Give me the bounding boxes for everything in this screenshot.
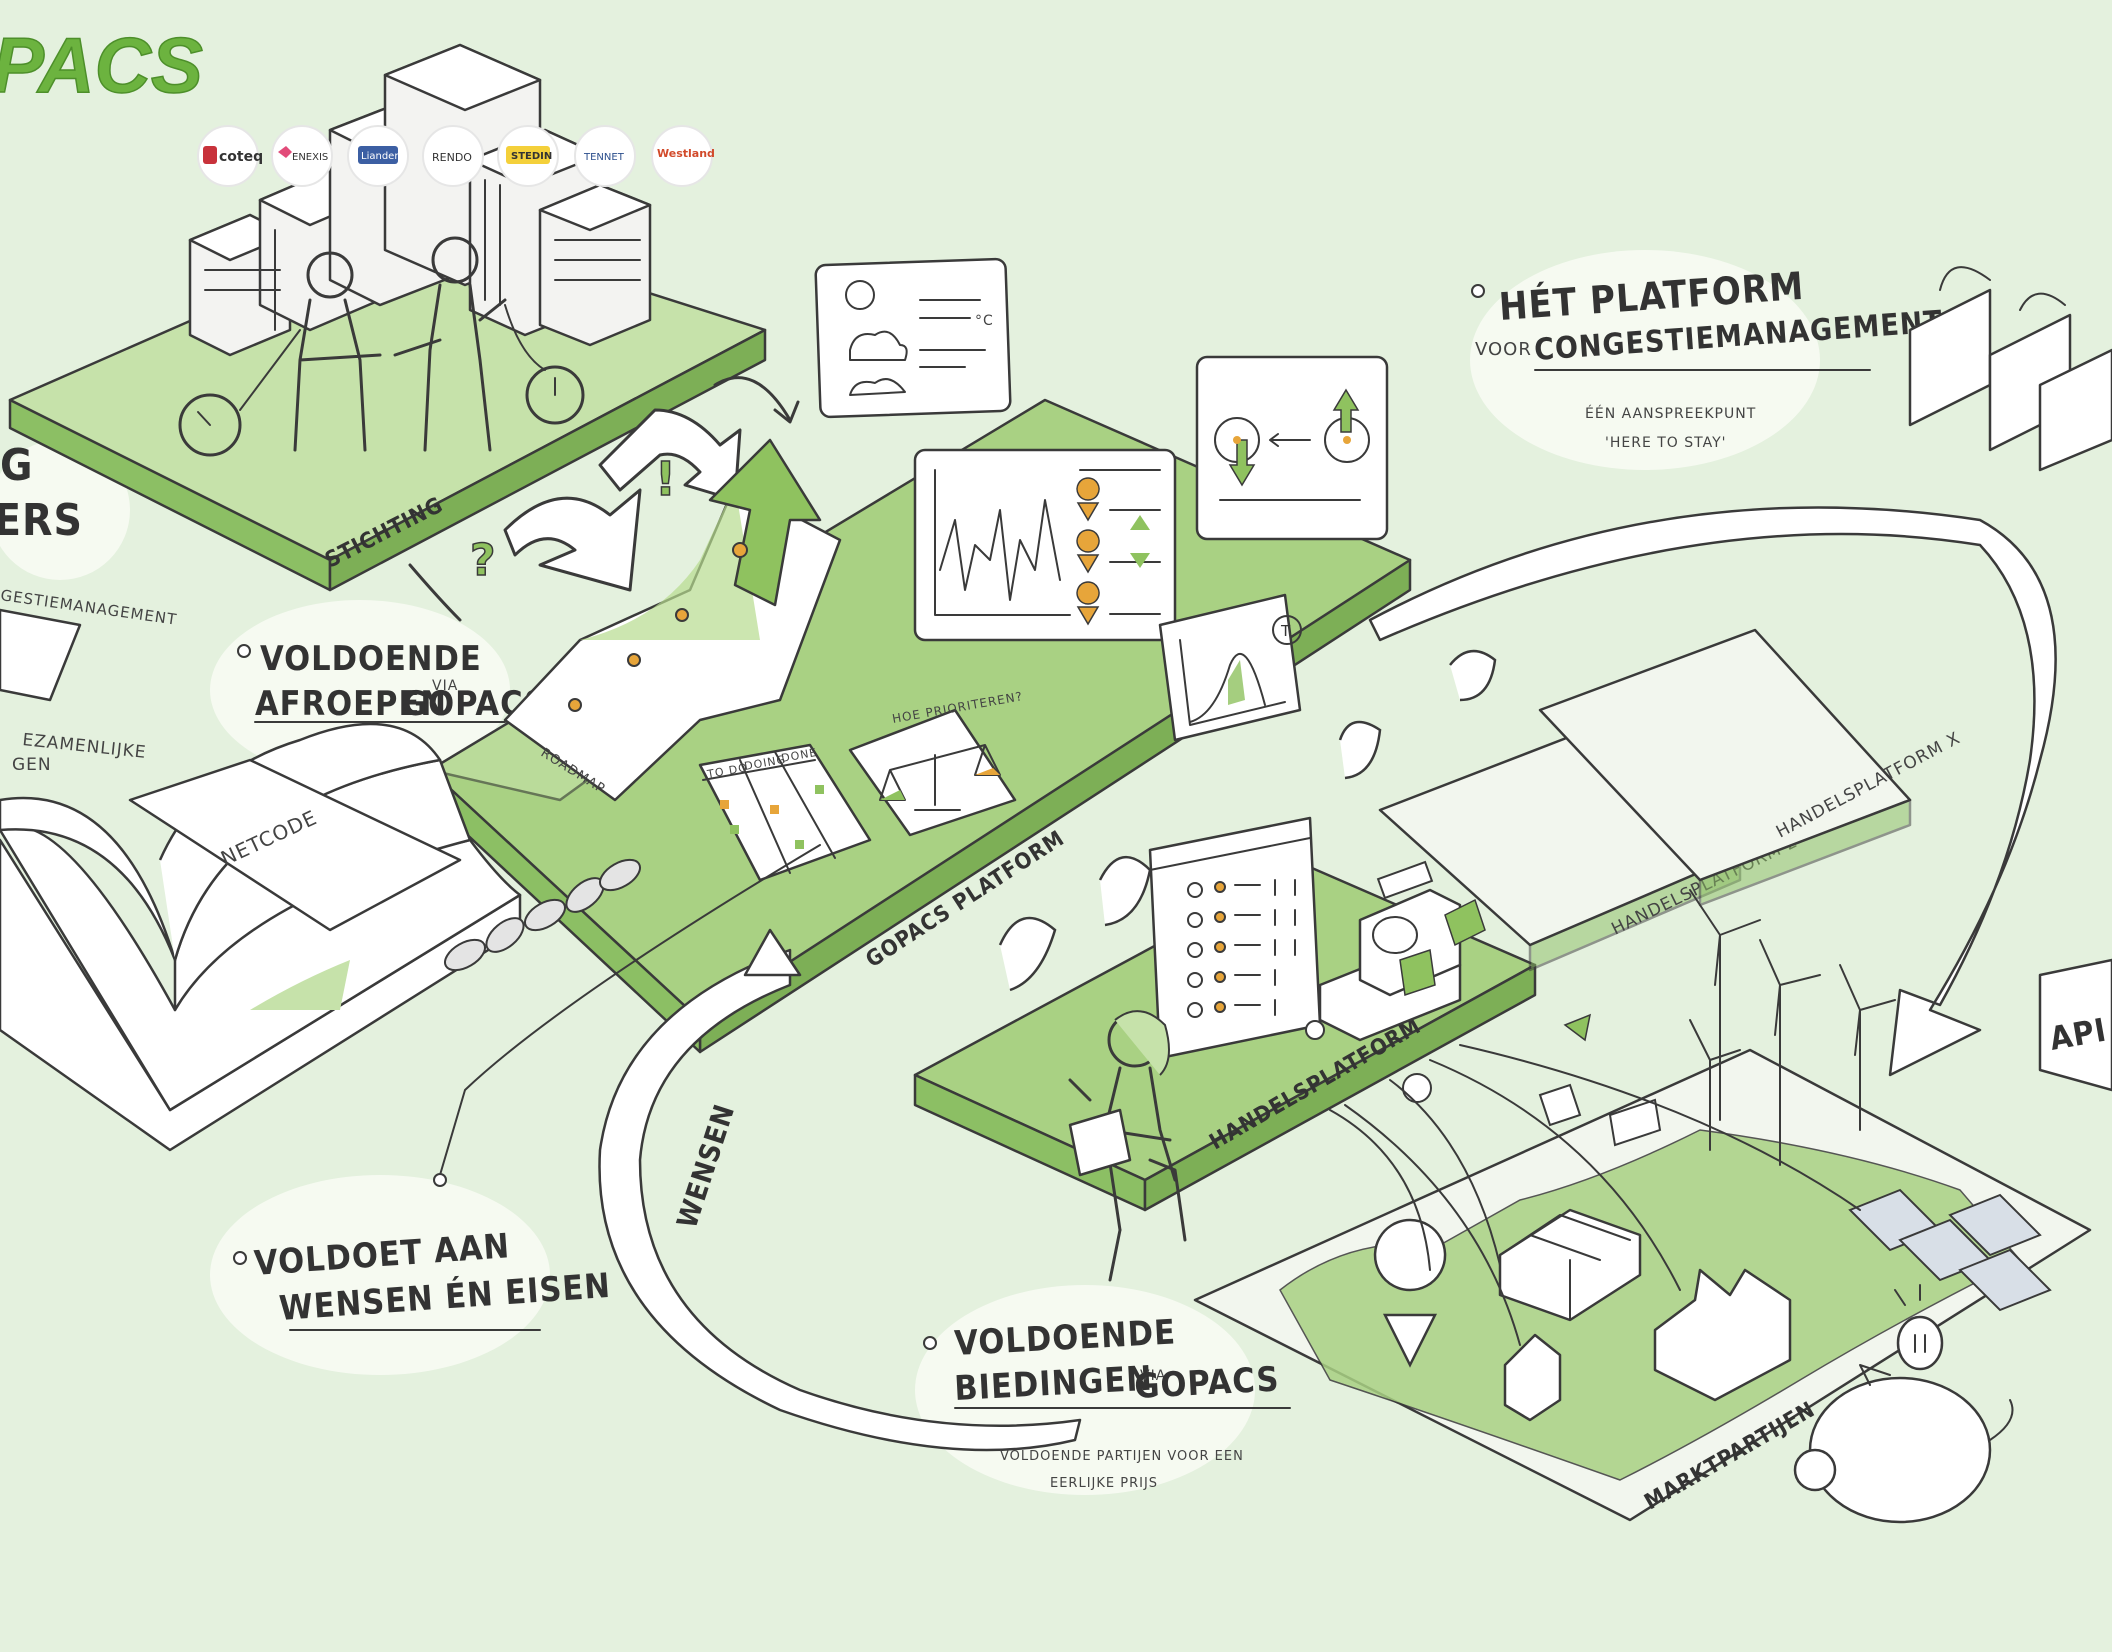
afroepen-line2: AFROEPEN xyxy=(255,684,447,724)
arrow-to-afroepen xyxy=(408,563,462,622)
right-loop-arrow xyxy=(1368,506,2057,1077)
stacked-cards xyxy=(1908,266,2112,472)
solar-panels xyxy=(1848,1188,2052,1312)
partner-logo-coteq: coteq xyxy=(197,125,263,187)
partner-logo-westland: Westland xyxy=(651,125,715,187)
wensen-label: WENSEN xyxy=(670,1100,741,1232)
svg-text:ERS: ERS xyxy=(0,495,83,546)
gopacs-logo: PACS xyxy=(0,21,203,109)
weather-card: °C xyxy=(814,257,1012,419)
temp-unit: °C xyxy=(975,313,994,329)
voldoet-callout: VOLDOET AAN WENSEN ÉN EISEN xyxy=(233,1226,612,1331)
connector-3 xyxy=(1338,720,1382,780)
exclaim-mark: ! xyxy=(655,452,676,506)
map-buildings xyxy=(1498,1208,1792,1422)
money-items xyxy=(1402,1013,1662,1147)
bids-monitor xyxy=(1148,816,1322,1060)
platform-sub2: 'HERE TO STAY' xyxy=(1605,435,1727,451)
platform-title-voor: VOOR xyxy=(1475,339,1532,360)
svg-text:Liander: Liander xyxy=(361,151,399,162)
handshake-figures xyxy=(178,236,585,457)
svg-text:Westland: Westland xyxy=(657,147,715,160)
kanban-board: TO DO DOING DONE xyxy=(698,743,872,882)
partner-logos: coteq ENEXIS Liander RENDO STEDIN TENNET xyxy=(197,125,715,187)
chart-t-marker: T xyxy=(1280,622,1291,640)
grid-balance-card xyxy=(1195,355,1389,541)
woman-with-laptop xyxy=(1068,1010,1187,1282)
svg-text:ENEXIS: ENEXIS xyxy=(292,152,328,163)
biedingen-gopacs: GOPACS xyxy=(1133,1359,1280,1407)
biedingen-sub1: VOLDOENDE PARTIJEN VOOR EEN xyxy=(1000,1449,1244,1464)
distribution-chart-card: T xyxy=(1158,593,1302,742)
afroepen-via: VIA xyxy=(432,678,458,694)
piggy-bank xyxy=(1793,1284,2014,1524)
partner-logo-tennet: TENNET xyxy=(574,125,636,187)
svg-text:TENNET: TENNET xyxy=(583,152,625,163)
platform-sub1: ÉÉN AANSPREEKPUNT xyxy=(1585,405,1756,422)
chain xyxy=(444,858,641,972)
market-chart-monitor xyxy=(913,448,1177,642)
connector-2 xyxy=(1098,855,1152,927)
biedingen-via: VIA xyxy=(1140,1368,1166,1384)
wind-turbines xyxy=(1689,889,1896,1166)
cash-register xyxy=(1305,860,1486,1042)
netcode-book: NETCODE xyxy=(0,722,522,1152)
partner-logo-liander: Liander xyxy=(347,125,409,187)
partner-logo-stedin: STEDIN xyxy=(497,125,559,187)
svg-text:RENDO: RENDO xyxy=(432,151,472,164)
partner-logo-rendo: RENDO xyxy=(422,125,484,187)
afroepen-line1: VOLDOENDE xyxy=(260,639,482,679)
biedingen-sub2: EERLIJKE PRIJS xyxy=(1050,1476,1158,1491)
voldoende-afroepen-callout: VOLDOENDE AFROEPEN VIA GOPACS xyxy=(237,639,546,724)
question-mark: ? xyxy=(470,535,496,586)
market-cables xyxy=(1329,1044,1861,1346)
svg-text:GEN: GEN xyxy=(12,755,52,775)
connector-1 xyxy=(998,916,1057,992)
partner-logo-enexis: ENEXIS xyxy=(271,125,333,187)
svg-text:G: G xyxy=(0,440,33,491)
connector-4 xyxy=(1449,650,1497,702)
svg-text:DONE: DONE xyxy=(780,746,818,765)
connector-voldoet xyxy=(439,844,821,1176)
api-card: API xyxy=(2038,958,2112,1092)
svg-text:coteq: coteq xyxy=(219,149,263,165)
svg-text:STEDIN: STEDIN xyxy=(511,151,552,162)
process-arrows: ? ! xyxy=(469,376,800,592)
